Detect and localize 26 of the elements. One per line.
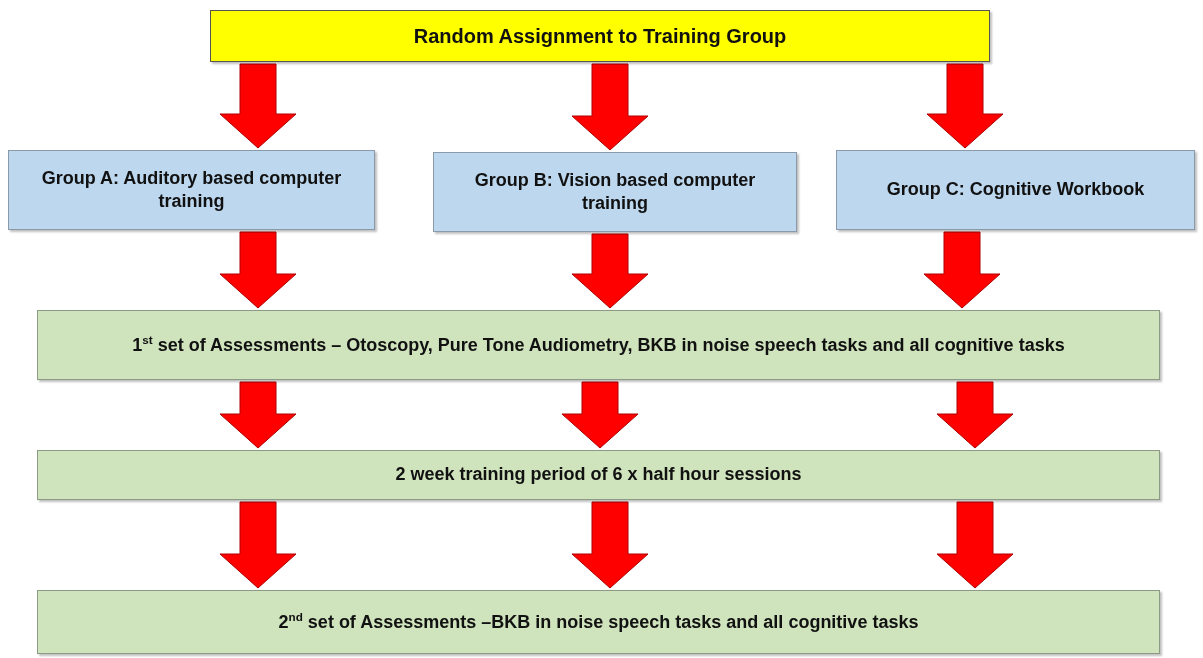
block-arrow — [936, 381, 1014, 449]
process-box — [836, 150, 1195, 230]
block-arrow — [571, 63, 649, 151]
box-text: Random Assignment to Training Group — [413, 24, 787, 49]
box-text: Group B: Vision based computer training — [473, 168, 757, 215]
process-box — [37, 310, 1160, 380]
block-arrow — [219, 501, 297, 589]
block-arrow — [219, 231, 297, 309]
block-arrow — [926, 63, 1004, 149]
block-arrow — [936, 501, 1014, 589]
box-text: Group A: Auditory based computer training — [40, 166, 343, 213]
process-box — [37, 590, 1160, 654]
block-arrow — [923, 231, 1001, 309]
process-box — [210, 10, 990, 62]
box-text: 1$^{st}$ set of Assessments – Otoscopy, Pure Tone Audiometry, BKB in noise speech tasks and all cognitive tasks — [132, 332, 1065, 358]
process-box — [37, 450, 1160, 500]
block-arrow — [571, 233, 649, 309]
process-box — [433, 152, 797, 232]
box-text: 2$^{nd}$ set of Assessments –BKB in noise speech tasks and all cognitive tasks — [278, 609, 919, 635]
box-text: Group C: Cognitive Workbook — [886, 178, 1145, 202]
process-box — [8, 150, 375, 230]
block-arrow — [571, 501, 649, 589]
block-arrow — [561, 381, 639, 449]
block-arrow — [219, 63, 297, 149]
block-arrow — [219, 381, 297, 449]
box-text: 2 week training period of 6 x half hour sessions — [395, 463, 802, 487]
